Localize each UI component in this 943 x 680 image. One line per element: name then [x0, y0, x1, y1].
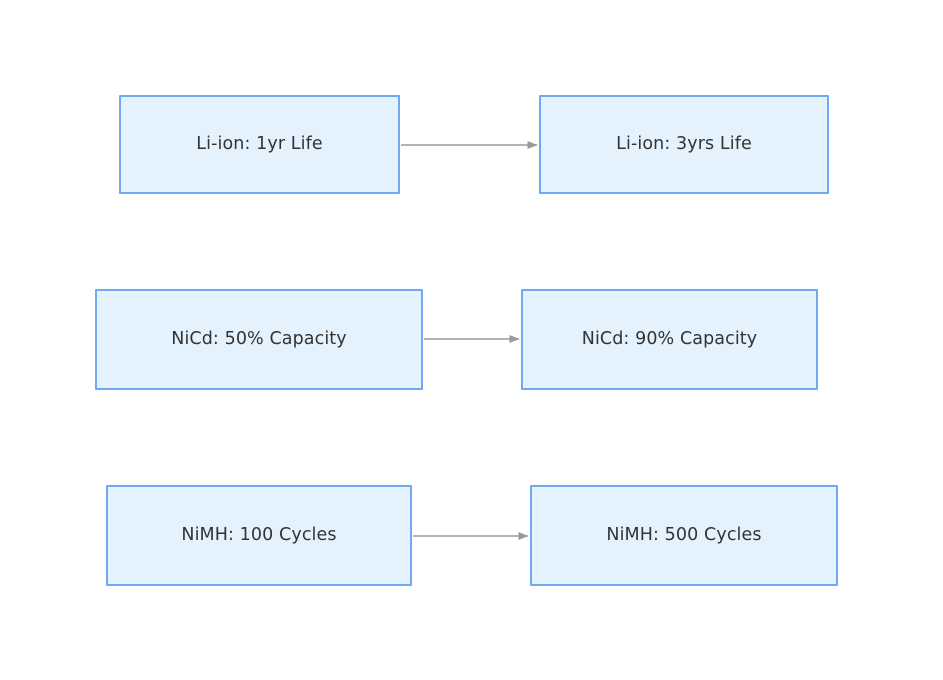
node-nimh-after[interactable]: NiMH: 500 Cycles: [530, 485, 838, 586]
node-label: NiMH: 500 Cycles: [606, 525, 762, 545]
node-label: NiMH: 100 Cycles: [181, 525, 337, 545]
node-label: Li-ion: 1yr Life: [196, 134, 323, 154]
node-label: NiCd: 90% Capacity: [581, 329, 758, 349]
node-nimh-before[interactable]: NiMH: 100 Cycles: [106, 485, 412, 586]
node-label: Li-ion: 3yrs Life: [616, 134, 752, 154]
node-nicd-after[interactable]: NiCd: 90% Capacity: [521, 289, 818, 390]
node-liion-after[interactable]: Li-ion: 3yrs Life: [539, 95, 829, 194]
node-nicd-before[interactable]: NiCd: 50% Capacity: [95, 289, 423, 390]
node-liion-before[interactable]: Li-ion: 1yr Life: [119, 95, 400, 194]
node-label: NiCd: 50% Capacity: [171, 329, 347, 349]
